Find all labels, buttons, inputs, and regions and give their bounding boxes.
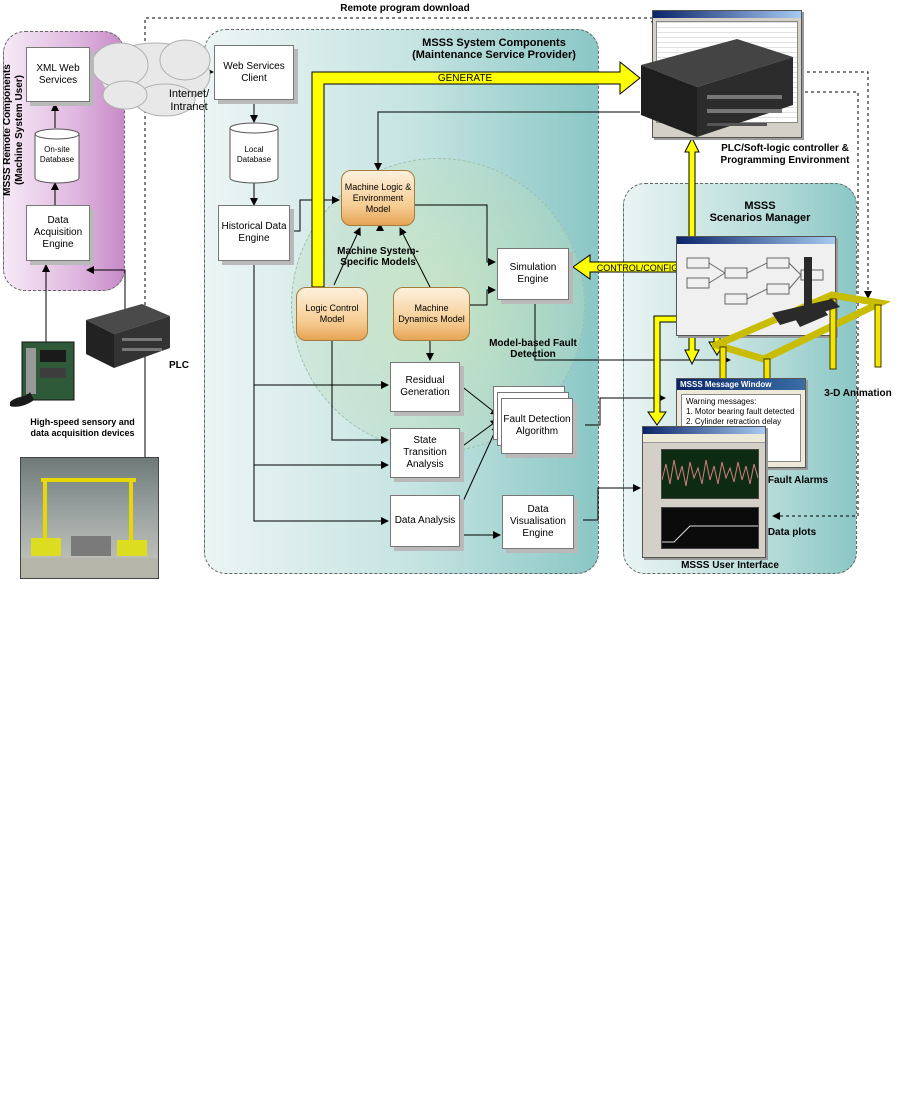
system-region-title: MSSS System Components (Maintenance Serv… bbox=[412, 37, 576, 61]
remote-region-title: MSSS Remote Components (Machine System U… bbox=[2, 64, 25, 196]
state-transition-analysis-box: State Transition Analysis bbox=[390, 428, 460, 478]
warning-heading: Warning messages: bbox=[686, 397, 757, 406]
logic-control-model: Logic Control Model bbox=[296, 287, 368, 341]
data-visualisation-engine-box: Data Visualisation Engine bbox=[502, 495, 574, 549]
machine-logic-environment-model: Machine Logic & Environment Model bbox=[341, 170, 415, 226]
onsite-database-label: On-site Database bbox=[39, 145, 75, 164]
user-interface-label: MSSS User Interface bbox=[681, 560, 779, 571]
internet-label: Internet/ Intranet bbox=[168, 88, 210, 113]
warning-item-1: 1. Motor bearing fault detected bbox=[686, 407, 795, 416]
onsite-database-icon bbox=[34, 128, 80, 184]
simulation-engine-box: Simulation Engine bbox=[497, 248, 569, 300]
local-database-icon bbox=[229, 122, 279, 184]
historical-data-engine-box: Historical Data Engine bbox=[218, 205, 290, 261]
message-window-title: MSSS Message Window bbox=[677, 379, 805, 390]
xml-web-services-box: XML Web Services bbox=[26, 47, 90, 102]
scenarios-manager-label: MSSS Scenarios Manager bbox=[709, 200, 811, 224]
sensor-card-image bbox=[10, 341, 75, 407]
local-database-label: Local Database bbox=[236, 145, 272, 164]
data-acquisition-engine-box: Data Acquisition Engine bbox=[26, 205, 90, 261]
plot-area-1 bbox=[661, 449, 759, 499]
sensors-label: High-speed sensory and data acquisition … bbox=[30, 417, 135, 438]
model-based-fault-label: Model-based Fault Detection bbox=[489, 338, 577, 360]
plc-controller-label: PLC/Soft-logic controller & Programming … bbox=[720, 143, 850, 166]
fault-detection-algorithm-box: Fault Detection Algorithm bbox=[501, 398, 573, 454]
data-plots-label: Data plots bbox=[767, 527, 817, 538]
data-plots-window bbox=[642, 426, 766, 558]
residual-generation-box: Residual Generation bbox=[390, 362, 460, 412]
control-configure-label: CONTROL/CONFIGURE bbox=[596, 263, 698, 273]
machine-specific-models-label: Machine System-Specific Models bbox=[337, 246, 419, 268]
data-analysis-box: Data Analysis bbox=[390, 495, 460, 547]
generate-label: GENERATE bbox=[437, 73, 493, 84]
3d-animation-label: 3-D Animation bbox=[824, 388, 892, 399]
plot-area-2 bbox=[661, 507, 759, 549]
soft-logic-controller-image bbox=[641, 39, 793, 137]
fault-alarms-label: Fault Alarms bbox=[767, 475, 829, 486]
machine-dynamics-model: Machine Dynamics Model bbox=[393, 287, 470, 341]
remote-download-label: Remote program download bbox=[340, 3, 470, 14]
factory-photo bbox=[20, 457, 159, 579]
web-services-client-box: Web Services Client bbox=[214, 45, 294, 100]
plc-device-image bbox=[86, 304, 170, 368]
plc-label: PLC bbox=[169, 360, 189, 371]
